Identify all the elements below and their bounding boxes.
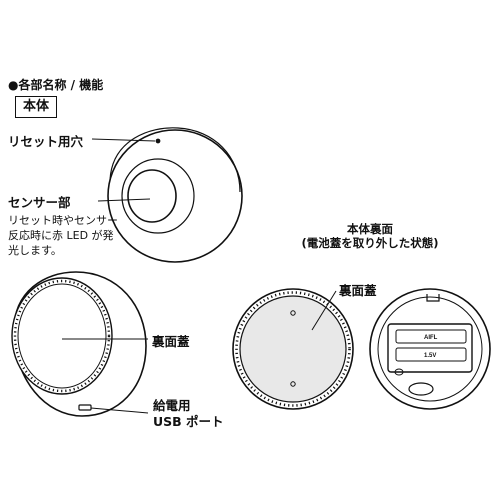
usb-label-line-1: 給電用	[153, 398, 191, 413]
reset-hole-label: リセット用穴	[8, 134, 84, 149]
sensor-note-line-2: 反応時に赤 LED が発	[8, 229, 114, 242]
back-view-with-cover	[232, 288, 354, 410]
usb-port	[78, 404, 92, 411]
battery-cell-2	[395, 347, 467, 362]
body-label-box: 本体	[15, 96, 57, 118]
back-cover-label: 裏面蓋	[152, 334, 190, 349]
sensor-note-line-1: リセット時やセンサー	[8, 214, 118, 227]
battery-cell-2-label: 1.5V	[424, 353, 436, 359]
sensor-note-line-3: 光します。	[8, 244, 62, 257]
back-title-line-1: 本体裏面	[347, 222, 393, 236]
battery-cell-1	[395, 329, 467, 344]
back-title-line-2: (電池蓋を取り外した状態)	[301, 236, 439, 250]
section-heading: ●各部名称 / 機能	[8, 78, 104, 92]
back-cover-label-2: 裏面蓋	[339, 283, 377, 298]
usb-label-line-2: USB ポート	[153, 414, 224, 429]
back-view-battery-compartment	[369, 288, 491, 410]
reset-hole	[155, 138, 161, 144]
device-front-view	[107, 127, 243, 263]
body-label: 本体	[22, 99, 49, 114]
battery-cell-1-label: AIFL	[424, 335, 438, 341]
sensor-label: センサー部	[8, 195, 71, 210]
device-back-view	[11, 271, 147, 417]
